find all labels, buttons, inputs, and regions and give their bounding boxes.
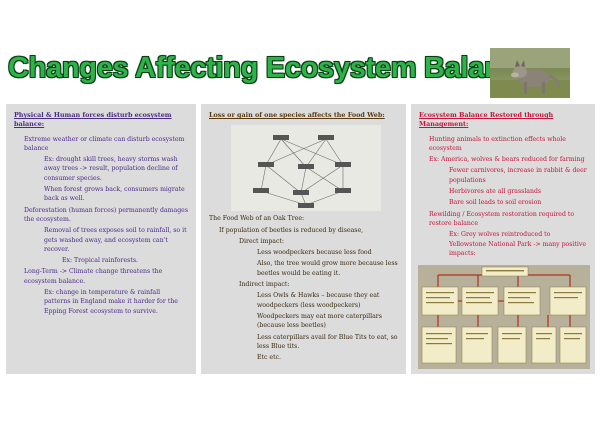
panel-physical-human-forces: Physical & Human forces disturb ecosyste… bbox=[6, 104, 196, 374]
sub-bullet: Direct impact: bbox=[201, 237, 406, 246]
sub-sub-bullet: Etc etc. bbox=[201, 353, 406, 362]
sub-sub-bullet: Ex: Tropical rainforests. bbox=[6, 256, 196, 265]
page-title: Changes Affecting Ecosystem Balance bbox=[8, 52, 534, 84]
sub-bullet: Ex: change in temperature & rainfall pat… bbox=[6, 288, 196, 316]
sub-sub-bullet: Less caterpillars avail for Blue Tits to… bbox=[201, 333, 406, 352]
sub-sub-bullet: Less woodpeckers because less food bbox=[201, 248, 406, 257]
sub-bullet: Removal of trees exposes soil to rainfal… bbox=[6, 226, 196, 254]
sub-bullet: Ex: Grey wolves reintroduced to Yellowst… bbox=[411, 230, 595, 258]
sub-bullet: Fewer carnivores, increase in rabbit & d… bbox=[411, 166, 595, 185]
bullet: Long-Term -> Climate change threatens th… bbox=[6, 267, 196, 286]
sub-bullet: Ex: drought skill trees, heavy storms wa… bbox=[6, 155, 196, 183]
sub-bullet: When forest grows back, consumers migrat… bbox=[6, 185, 196, 204]
flowchart-sketch bbox=[421, 266, 587, 364]
bullet: Hunting animals to extinction effects wh… bbox=[411, 135, 595, 154]
bullet: Rewilding / Ecosystem restoration requir… bbox=[411, 210, 595, 229]
sub-bullet: Bare soil leads to soil erosion bbox=[411, 198, 595, 207]
sub-sub-bullet: Also, the tree would grow more because l… bbox=[201, 259, 406, 278]
yellowstone-impacts-flowchart bbox=[418, 265, 590, 369]
food-web-caption: The Food Web of an Oak Tree: bbox=[209, 215, 305, 223]
bullet: If population of beetles is reduced by d… bbox=[201, 226, 406, 235]
food-web-sketch bbox=[253, 135, 351, 209]
panel-food-web: Loss or gain of one species affects the … bbox=[201, 104, 406, 374]
wolf-illustration bbox=[490, 48, 570, 98]
bullet: Deforestation (human forces) permanently… bbox=[6, 206, 196, 225]
bullet: Ex: America, wolves & bears reduced for … bbox=[411, 155, 595, 164]
bullet: Extreme weather or climate can disturb e… bbox=[6, 135, 196, 154]
sub-bullet: Herbivores ate all grasslands bbox=[411, 187, 595, 196]
panel-heading: Physical & Human forces disturb ecosyste… bbox=[14, 111, 172, 129]
panel-heading: Ecosystem Balance Restored through Manag… bbox=[419, 111, 554, 129]
sub-sub-bullet: Less Owls & Hawks – because they eat woo… bbox=[201, 291, 406, 310]
wolf-photo bbox=[490, 48, 570, 98]
sub-sub-bullet: Woodpeckers may eat more caterpillars (b… bbox=[201, 312, 406, 331]
sub-bullet: Indirect impact: bbox=[201, 280, 406, 289]
panel-heading: Loss or gain of one species affects the … bbox=[209, 111, 385, 119]
food-web-diagram bbox=[231, 125, 381, 212]
